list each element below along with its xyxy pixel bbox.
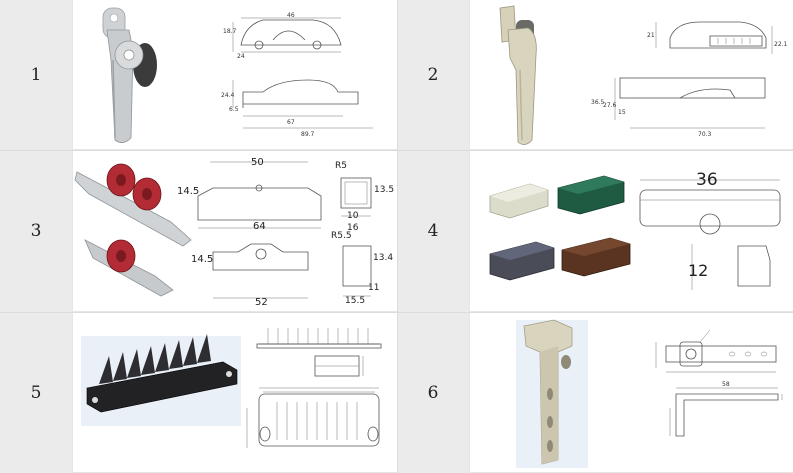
dim-roller-lower-height: 14.5 [191, 254, 213, 265]
dim-height-top: 18.7 [223, 28, 237, 35]
row-3-number-cell: 5 [0, 312, 72, 473]
end-cap-brown [561, 237, 631, 277]
row-2-number-cell: 3 [0, 150, 72, 312]
item-2-window-handle-drawing: 21 22.1 36.5 27.6 15 70.3 [499, 5, 788, 145]
dim-side-height: 24.4 [221, 92, 235, 99]
dim-handle-top-width: 22.1 [774, 41, 788, 48]
dim-handle-top-height: 21 [647, 32, 655, 39]
latch-top-view [232, 17, 342, 53]
dim-roller-side-height: 13.5 [374, 185, 394, 195]
row-3-number-cell-right: 6 [397, 312, 469, 473]
dim-roller-side-height-2: 13.4 [373, 253, 393, 263]
bracket-side-view [669, 387, 783, 437]
row-1-number-cell: 1 [0, 0, 72, 150]
item-1-image-cell: 46 18.7 24 24.4 6.5 67 89.7 [72, 0, 397, 150]
dim-roller-top-height: 14.5 [177, 186, 199, 197]
item-5-heatsink-drawing [81, 328, 382, 448]
latch-side-view [232, 79, 373, 129]
dim-roller-side-width: 16 [347, 223, 359, 233]
item-6-image-cell: 58 [469, 312, 793, 473]
dim-roller-top-length: 50 [251, 157, 264, 168]
dim-roller-side-width-2: 15.5 [345, 296, 365, 306]
bracket-render [523, 319, 573, 465]
heatsink-end-view [314, 355, 364, 377]
item-number-3: 3 [30, 221, 42, 241]
dim-roller-side-radius-2: R5.5 [331, 231, 352, 241]
roller-lower-view [212, 243, 309, 299]
dim-side-base: 6.5 [229, 106, 239, 113]
latch-handle-render [102, 7, 157, 143]
row-divider-1 [0, 150, 793, 151]
item-number-5: 5 [30, 382, 42, 403]
dim-roller-side-inner: 10 [347, 211, 359, 221]
item-number-1: 1 [30, 65, 42, 85]
roller-side-view [340, 177, 372, 297]
dim-roller-overall: 64 [253, 221, 266, 232]
window-handle-render [499, 5, 537, 145]
dim-depth-top: 24 [237, 53, 245, 60]
dim-width-top: 46 [287, 12, 295, 19]
item-3-image-cell: 50 14.5 64 14.5 52 R5 13.5 10 16 R5.5 13… [72, 150, 397, 312]
dim-roller-lower-length: 52 [255, 297, 268, 308]
roller-assembly-render-2 [84, 239, 174, 297]
handle-top-view [655, 21, 773, 54]
item-6-bracket-drawing: 58 [516, 319, 783, 468]
dim-roller-side-base: 11 [368, 283, 379, 293]
dim-cap-length: 36 [696, 170, 718, 190]
bracket-top-view [655, 329, 777, 373]
end-cap-drawing-side [691, 244, 771, 290]
roller-assembly-render-1 [74, 163, 192, 247]
heatsink-side-view [256, 328, 382, 349]
dim-handle-side-length: 70.3 [698, 131, 712, 138]
dim-handle-side-base: 15 [618, 109, 626, 116]
heatsink-render [86, 334, 238, 413]
end-cap-charcoal [489, 241, 555, 281]
handle-side-view [614, 77, 766, 129]
row-1-number-cell-right: 2 [397, 0, 469, 150]
item-3-sliding-roller-drawing: 50 14.5 64 14.5 52 R5 13.5 10 16 R5.5 13… [74, 157, 394, 308]
row-divider-2 [0, 312, 793, 313]
row-2-number-cell-right: 4 [397, 150, 469, 312]
dim-cap-height: 12 [688, 261, 708, 280]
item-2-image-cell: 21 22.1 36.5 27.6 15 70.3 [469, 0, 793, 150]
item-1-window-latch-drawing: 46 18.7 24 24.4 6.5 67 89.7 [102, 7, 373, 143]
item-5-image-cell [72, 312, 397, 473]
column-divider [397, 0, 398, 473]
item-number-6: 6 [427, 382, 439, 403]
dim-roller-side-radius: R5 [335, 161, 347, 171]
dim-side-length: 67 [287, 119, 295, 126]
end-cap-green [557, 175, 625, 215]
dim-handle-side-mid: 27.6 [603, 102, 617, 109]
roller-front-view [197, 161, 322, 229]
item-4-image-cell: 36 12 [469, 150, 793, 312]
dim-handle-side-height: 36.5 [591, 99, 605, 106]
item-4-end-cap-drawing: 36 12 [489, 170, 781, 290]
item-number-2: 2 [427, 65, 439, 85]
item-number-4: 4 [427, 221, 439, 241]
dim-bracket-length: 58 [722, 381, 730, 388]
dim-side-overall: 89.7 [301, 131, 315, 138]
end-cap-cream [489, 183, 549, 219]
end-cap-drawing-top [639, 179, 781, 235]
heatsink-top-view [246, 387, 380, 448]
